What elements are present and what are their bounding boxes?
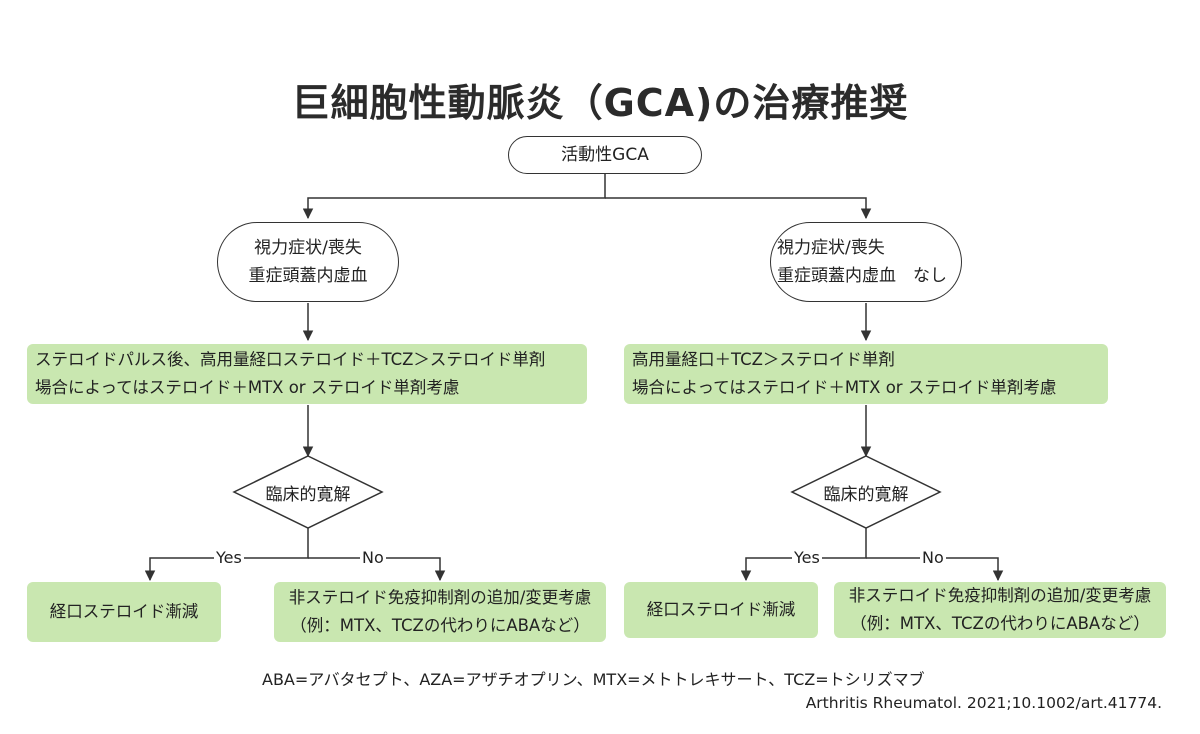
connector-start-split [302,174,606,220]
citation: Arthritis Rheumatol. 2021;10.1002/art.41… [805,694,1162,712]
no-label-left: No [360,548,386,567]
treatment-box-right: 高用量経口＋TCZ＞ステロイド単剤 場合によってはステロイド＋MTX or ステ… [624,344,1108,404]
treatment-box-left: ステロイドパルス後、高用量経口ステロイド＋TCZ＞ステロイド単剤 場合によっては… [27,344,587,404]
no-outcome-line-2: （例：MTX、TCZの代わりにABAなど） [290,616,590,635]
connector-right-no [866,557,1004,582]
condition-line-1: 視力症状/喪失 [254,238,362,258]
treatment-line-2: 場合によってはステロイド＋MTX or ステロイド単剤考慮 [632,378,1057,397]
no-outcome-left: 非ステロイド免疫抑制剤の追加/変更考慮 （例：MTX、TCZの代わりにABAなど… [274,582,606,642]
condition-line-2: 重症頭蓋内虚血 [248,266,368,286]
decision-label-right: 臨床的寛解 [823,485,909,505]
yes-outcome-right: 経口ステロイド漸減 [624,582,818,638]
condition-line-2: 重症頭蓋内虚血 なし [777,266,947,286]
no-outcome-line-2: （例：MTX、TCZの代わりにABAなど） [850,614,1150,633]
yes-outcome-left: 経口ステロイド漸減 [27,582,221,642]
treatment-line-1: 高用量経口＋TCZ＞ステロイド単剤 [632,350,895,369]
yes-label-right: Yes [792,548,822,567]
connector-left-no [308,557,446,582]
start-label: 活動性GCA [561,145,649,165]
yes-outcome-text: 経口ステロイド漸減 [646,600,796,619]
yes-label-left: Yes [214,548,244,567]
abbreviations-note: ABA=アバタセプト、AZA=アザチオプリン、MTX=メトトレキサート、TCZ=… [262,670,925,689]
page-title: 巨細胞性動脈炎（GCA)の治療推奨 [291,81,909,125]
connector-start-right [605,197,872,220]
no-label-right: No [920,548,946,567]
yes-outcome-text: 経口ステロイド漸減 [49,602,199,621]
decision-label-left: 臨床的寛解 [265,485,351,505]
condition-node-right: 視力症状/喪失 重症頭蓋内虚血 なし [770,222,962,302]
no-outcome-line-1: 非ステロイド免疫抑制剤の追加/変更考慮 [848,586,1152,605]
condition-line-1: 視力症状/喪失 [777,238,885,258]
treatment-line-1: ステロイドパルス後、高用量経口ステロイド＋TCZ＞ステロイド単剤 [35,350,546,369]
start-node: 活動性GCA [508,136,702,174]
condition-node-left: 視力症状/喪失 重症頭蓋内虚血 [217,222,399,302]
no-outcome-right: 非ステロイド免疫抑制剤の追加/変更考慮 （例：MTX、TCZの代わりにABAなど… [834,582,1166,638]
no-outcome-line-1: 非ステロイド免疫抑制剤の追加/変更考慮 [288,588,592,607]
treatment-line-2: 場合によってはステロイド＋MTX or ステロイド単剤考慮 [35,378,460,397]
